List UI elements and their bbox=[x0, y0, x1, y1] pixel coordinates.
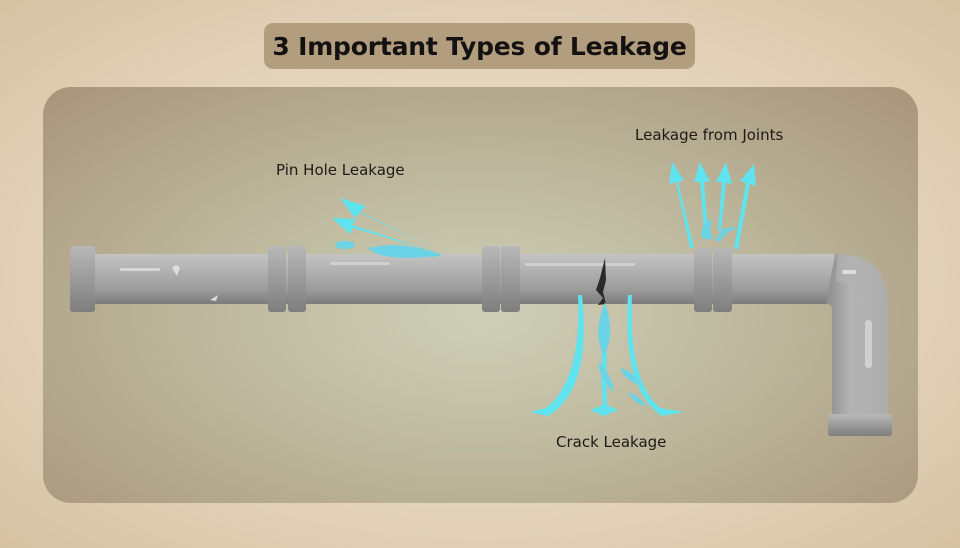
page-title: 3 Important Types of Leakage bbox=[272, 31, 687, 61]
pipe-joint bbox=[70, 246, 732, 312]
joint-leakage-label: Leakage from Joints bbox=[635, 126, 783, 144]
crack-mark bbox=[596, 258, 606, 305]
title-banner: 3 Important Types of Leakage bbox=[264, 23, 695, 69]
pin-hole-spray bbox=[332, 198, 440, 258]
pin-hole-leakage-label: Pin Hole Leakage bbox=[276, 161, 405, 179]
crack-spray bbox=[530, 295, 684, 416]
crack-leakage-label: Crack Leakage bbox=[556, 433, 666, 451]
joint-spray bbox=[669, 162, 756, 250]
